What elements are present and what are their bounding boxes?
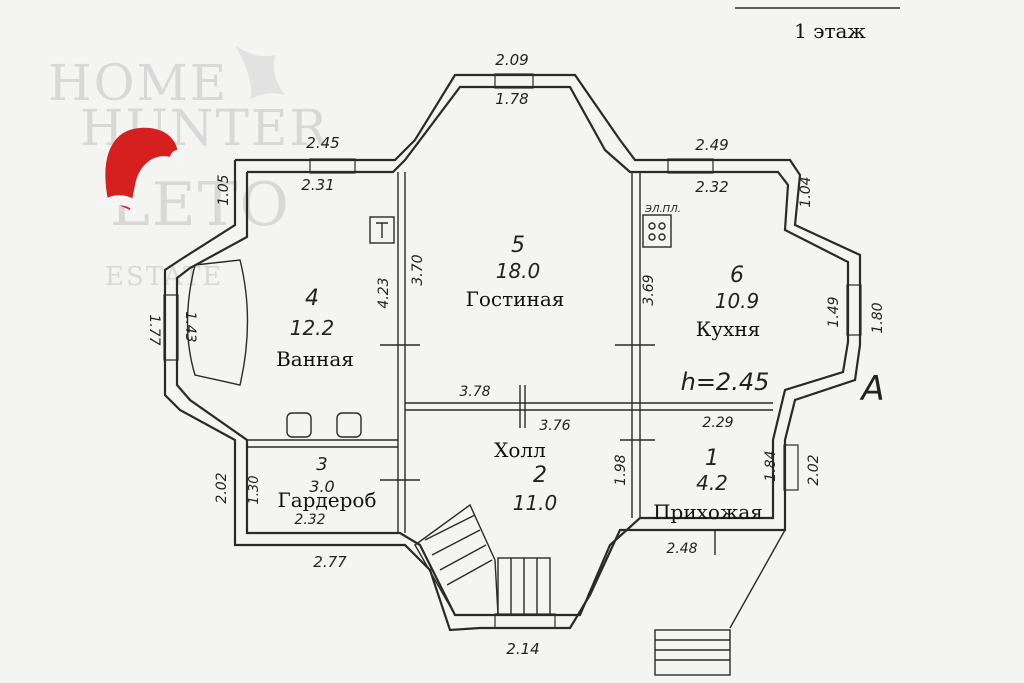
stove-icon <box>642 214 672 248</box>
room-area: 12.2 <box>290 316 335 340</box>
dim-label: 2.31 <box>301 176 334 194</box>
watermark-logo: HOME HUNTER LETO ESTATE <box>48 45 327 292</box>
room-name: Гардероб <box>277 488 376 512</box>
dim-label: 2.02 <box>214 472 230 503</box>
room-number: 5 <box>511 233 525 258</box>
room-hall: 2 11.0 Холл <box>494 438 557 515</box>
interior-walls <box>247 172 773 555</box>
dim-label: 4.23 <box>376 277 392 308</box>
dim-label: 2.49 <box>695 136 728 154</box>
entrance-steps <box>654 529 786 676</box>
outer-walls <box>163 73 862 632</box>
bird-icon <box>235 45 285 100</box>
dim-label: 3.70 <box>410 254 426 285</box>
room-wardrobe: 3 3.0 Гардероб <box>277 454 376 512</box>
sink-icon <box>336 412 362 438</box>
dim-label: 2.48 <box>666 541 697 557</box>
dim-label: 1.30 <box>247 476 262 505</box>
room-name: Холл <box>494 438 546 462</box>
watermark-text-4: ESTATE <box>105 262 223 292</box>
dim-label: 2.32 <box>695 178 728 196</box>
room-name: Прихожая <box>653 500 763 524</box>
dim-label: 3.69 <box>641 274 657 305</box>
dim-label: 2.32 <box>294 512 325 528</box>
watermark-text-3: LETO <box>110 170 291 240</box>
dim-label: 1.49 <box>826 296 842 327</box>
room-number: 4 <box>305 286 319 311</box>
floor-label: 1 этаж <box>794 19 866 43</box>
dim-label: 1.98 <box>613 454 629 485</box>
dim-label: 1.43 <box>182 311 198 342</box>
north-marker: A <box>859 369 884 409</box>
room-area: 3.0 <box>309 477 334 496</box>
room-area: 11.0 <box>513 491 558 515</box>
room-name: Кухня <box>696 317 760 341</box>
room-number: 2 <box>533 463 547 488</box>
dim-label: 3.78 <box>459 384 490 400</box>
watermark-text-1: HOME <box>48 54 228 112</box>
room-name: Гостиная <box>466 287 565 311</box>
dim-label: 1.80 <box>870 302 886 333</box>
santa-hat-icon <box>100 127 186 210</box>
stove-label: ЭЛ.ПЛ. <box>644 204 681 215</box>
room-bathroom: 4 12.2 Ванная <box>276 286 354 371</box>
room-entry: 1 4.2 Прихожая <box>653 446 763 524</box>
room-number: 1 <box>705 446 719 471</box>
dim-label: 2.77 <box>313 553 347 571</box>
dim-label: 1.78 <box>495 90 528 108</box>
boiler-icon <box>369 216 395 244</box>
room-number: 6 <box>730 263 744 288</box>
room-kitchen: 6 10.9 Кухня <box>696 263 760 341</box>
bathtub-icon <box>186 259 249 386</box>
dim-label: 2.09 <box>495 51 528 69</box>
dim-label: 1.04 <box>798 176 814 207</box>
dim-label: 2.45 <box>306 134 339 152</box>
room-area: 10.9 <box>715 289 760 313</box>
dim-label: 3.76 <box>539 418 570 434</box>
dim-label: 2.02 <box>806 454 822 485</box>
ceiling-height: h=2.45 <box>681 368 770 396</box>
dim-label: 1.77 <box>146 314 162 345</box>
room-area: 4.2 <box>696 471 728 495</box>
dim-label: 1.05 <box>216 174 232 205</box>
dimension-labels: 2.09 1.78 2.45 2.31 1.05 1.77 1.43 4.2 3 … <box>146 51 886 658</box>
dim-label: 1.84 <box>763 450 779 481</box>
room-living: 5 18.0 Гостиная <box>466 233 565 311</box>
room-number: 3 <box>316 454 327 475</box>
room-area: 18.0 <box>496 259 541 283</box>
dim-label: 2.29 <box>702 415 733 431</box>
windows <box>163 73 862 629</box>
room-name: Ванная <box>276 347 354 371</box>
dim-label: 2.14 <box>506 640 539 658</box>
toilet-icon <box>286 412 312 438</box>
staircase <box>414 503 551 616</box>
